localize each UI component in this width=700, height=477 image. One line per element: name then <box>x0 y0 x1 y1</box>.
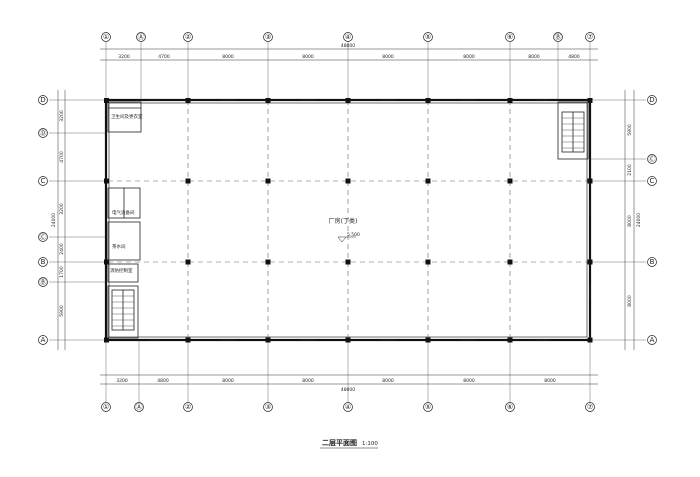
right-stair-treads <box>562 117 584 149</box>
right-stair <box>557 101 589 160</box>
dim-bottom-3: 8000 <box>222 378 234 384</box>
right-dimension-labels: 5900 2100 8000 8000 24000 <box>627 124 642 307</box>
structural-grid <box>108 100 590 340</box>
axis-bubble-labels-left: D Ⓓ C Ⓒ B Ⓑ A <box>40 96 47 344</box>
room-name-label: 厂房(丁类) <box>329 217 358 225</box>
dim-top-7: 8000 <box>528 54 540 60</box>
dim-top-2: 4700 <box>158 54 170 60</box>
axis-bubble-labels-bottom: ① Ⓐ ② ③ ④ ⑤ ⑥ ⑦ <box>103 403 593 411</box>
room-label-2: 茶水间 <box>112 243 126 250</box>
dim-bottom-6: 8000 <box>463 378 475 384</box>
axis-bottom-6: ⑤ <box>425 403 431 411</box>
room-label-1: 卫生间及更衣室 <box>111 113 143 120</box>
axis-bubbles-bottom <box>101 402 595 412</box>
axis-left-7: A <box>41 336 46 344</box>
dim-bottom-1: 3200 <box>116 378 128 384</box>
axis-left-4: Ⓒ <box>40 233 47 241</box>
left-dimension-labels: 3200 4700 3200 2400 1700 5900 24000 <box>51 110 65 317</box>
dim-top-1: 3200 <box>118 54 130 60</box>
axis-right-1: D <box>649 96 654 104</box>
axis-bottom-1: ① <box>103 403 109 411</box>
left-stair-treads <box>112 295 134 327</box>
axis-left-5: B <box>41 258 46 266</box>
axis-bottom-8: ⑦ <box>587 403 593 411</box>
axis-left-3: C <box>41 177 46 185</box>
axis-left-1: D <box>40 96 45 104</box>
dim-right-3: 8000 <box>627 215 633 227</box>
axis-bubbles-left <box>38 95 48 345</box>
dim-left-1: 3200 <box>59 110 65 122</box>
dim-right-4: 8000 <box>627 295 633 307</box>
axis-top-4: ③ <box>265 33 271 41</box>
axis-top-2: Ⓐ <box>138 33 145 41</box>
columns <box>104 98 593 343</box>
room-label-4: 电气设备间 <box>112 209 135 216</box>
left-service-rooms <box>107 101 142 339</box>
dim-top-4: 8000 <box>302 54 314 60</box>
axis-bottom-4: ③ <box>265 403 271 411</box>
axis-left-6: Ⓑ <box>40 278 47 286</box>
window-marks <box>150 99 591 341</box>
axis-top-3: ② <box>185 33 191 41</box>
axis-extension-lines <box>49 42 646 402</box>
axis-right-2: C <box>650 177 655 185</box>
top-dimension-labels: 3200 4700 8000 8000 8000 8000 8000 4800 … <box>118 43 580 60</box>
axis-left-2: Ⓓ <box>40 129 47 137</box>
drawing-title: 二层平面图 <box>322 438 357 447</box>
dim-left-6: 5900 <box>59 305 65 317</box>
dimension-lines <box>57 48 635 385</box>
axis-top-6: ⑤ <box>425 33 431 41</box>
dim-bottom-2: 4800 <box>157 378 169 384</box>
dim-right-total: 24000 <box>636 213 642 227</box>
dim-left-5: 1700 <box>59 266 65 278</box>
axis-bottom-5: ④ <box>345 403 351 411</box>
axis-bottom-7: ⑥ <box>507 403 513 411</box>
axis-bubbles-right <box>647 95 657 345</box>
dim-top-8: 4800 <box>568 54 580 60</box>
elevation-label: 5.500 <box>347 232 360 238</box>
bottom-dimension-labels: 3200 4800 8000 8000 8000 8000 8000 48000 <box>116 378 556 393</box>
dim-bottom-5: 8000 <box>382 378 394 384</box>
dim-top-6: 8000 <box>463 54 475 60</box>
axis-bubble-labels-right: D C Ⓒ B A <box>649 96 656 344</box>
dim-top-5: 8000 <box>382 54 394 60</box>
dim-bottom-7: 8000 <box>544 378 556 384</box>
axis-right-5: A <box>650 336 655 344</box>
axis-top-7: ⑥ <box>507 33 513 41</box>
dim-top-3: 8000 <box>222 54 234 60</box>
dim-right-2: 2100 <box>627 164 633 176</box>
dim-left-2: 4700 <box>59 151 65 163</box>
axis-bubble-labels-top: ① Ⓐ ② ③ ④ ⑤ ⑥ Ⓑ ⑦ <box>103 33 593 41</box>
dim-bottom-total: 48000 <box>341 387 355 393</box>
axis-right-3: Ⓒ <box>649 155 656 163</box>
drawing-scale: 1:100 <box>362 441 378 447</box>
dim-bottom-4: 8000 <box>302 378 314 384</box>
axis-top-9: ⑦ <box>587 33 593 41</box>
elevation-marker <box>337 236 356 243</box>
axis-bottom-2: Ⓐ <box>136 403 143 411</box>
axis-top-1: ① <box>103 33 109 41</box>
dim-left-total: 24000 <box>51 213 57 227</box>
axis-bottom-3: ② <box>185 403 191 411</box>
axis-top-8: Ⓑ <box>555 33 562 41</box>
dim-left-4: 2400 <box>59 243 65 255</box>
axis-bubbles-top <box>101 32 595 42</box>
dim-right-1: 5900 <box>627 124 633 136</box>
dim-top-total: 48000 <box>341 43 355 49</box>
dim-left-3: 3200 <box>59 203 65 215</box>
axis-right-4: B <box>650 258 655 266</box>
axis-top-5: ④ <box>345 33 351 41</box>
room-label-3: 消防控制室 <box>110 267 133 274</box>
